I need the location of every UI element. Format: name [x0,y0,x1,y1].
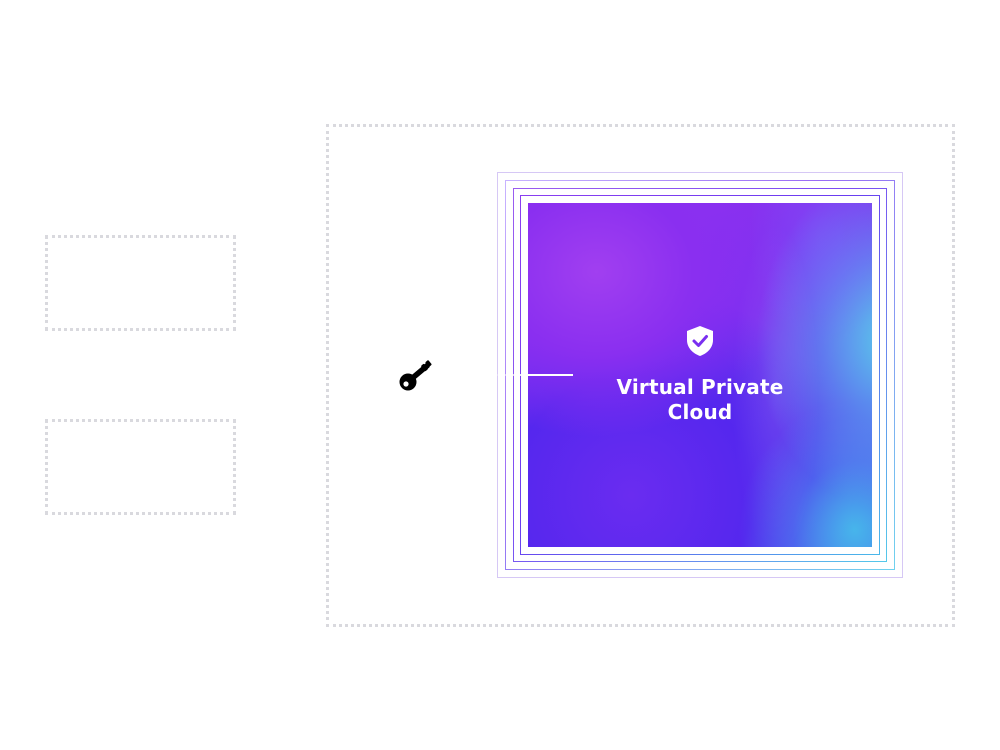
connector-line [495,374,573,376]
virtual-private-cloud-panel: Virtual Private Cloud [528,203,872,547]
key-icon [399,360,432,391]
left-placeholder-box-bottom [45,419,236,515]
panel-gradient-sheen [528,203,872,547]
outer-network-region [326,124,955,627]
vpc-title: Virtual Private Cloud [616,375,784,424]
left-placeholder-box-top [45,235,236,331]
shield-check-icon [687,326,713,356]
